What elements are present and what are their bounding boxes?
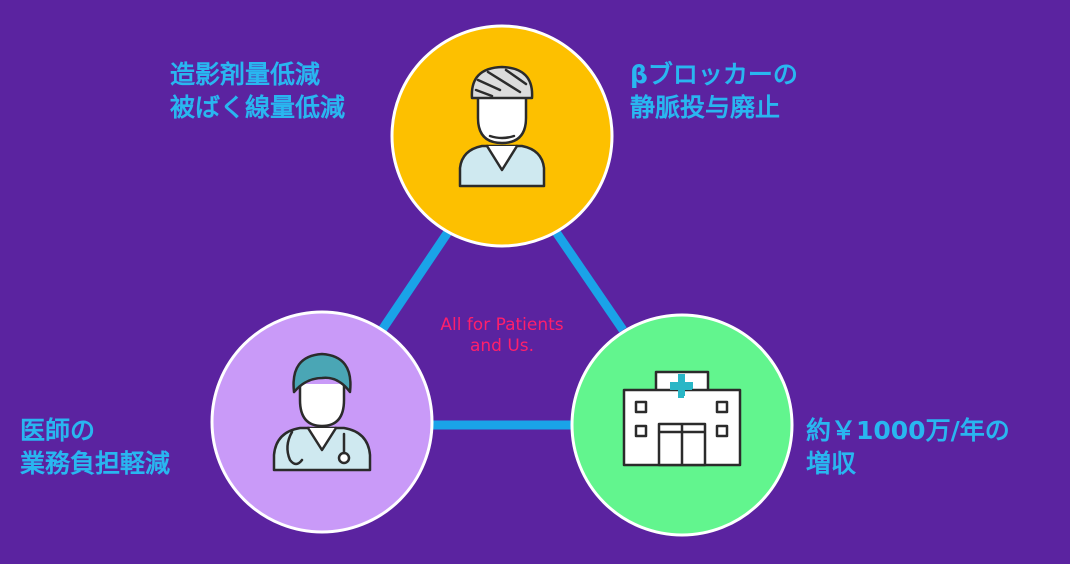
doctor-node <box>210 310 434 534</box>
center-slogan: All for Patients and Us. <box>402 315 602 357</box>
patient-label-left-line1: 造影剤量低減 <box>170 60 321 89</box>
bandaged-patient-icon <box>458 65 546 188</box>
patient-label-right: βブロッカーの 静脈投与廃止 <box>630 58 798 124</box>
patient-label-left: 造影剤量低減 被ばく線量低減 <box>170 58 345 124</box>
doctor-label-line2: 業務負担軽減 <box>20 449 171 478</box>
hospital-node <box>570 313 794 537</box>
doctor-label: 医師の 業務負担軽減 <box>20 414 170 480</box>
hospital-label: 約￥1000万/年の 増収 <box>806 414 1010 480</box>
connector-patient-hospital <box>552 229 627 333</box>
connector-patient-doctor <box>378 229 452 333</box>
hospital-icon <box>622 370 742 467</box>
patient-label-right-line2: 静脈投与廃止 <box>630 93 781 122</box>
doctor-label-line1: 医師の <box>20 416 96 445</box>
patient-label-left-line2: 被ばく線量低減 <box>170 93 346 122</box>
doctor-icon <box>272 352 372 472</box>
patient-node <box>390 24 614 248</box>
center-slogan-line2: and Us. <box>469 336 535 356</box>
center-slogan-line1: All for Patients <box>440 315 564 335</box>
hospital-label-line1: 約￥1000万/年の <box>806 416 1010 445</box>
patient-label-right-line1: βブロッカーの <box>630 60 798 89</box>
hospital-label-line2: 増収 <box>806 449 857 478</box>
